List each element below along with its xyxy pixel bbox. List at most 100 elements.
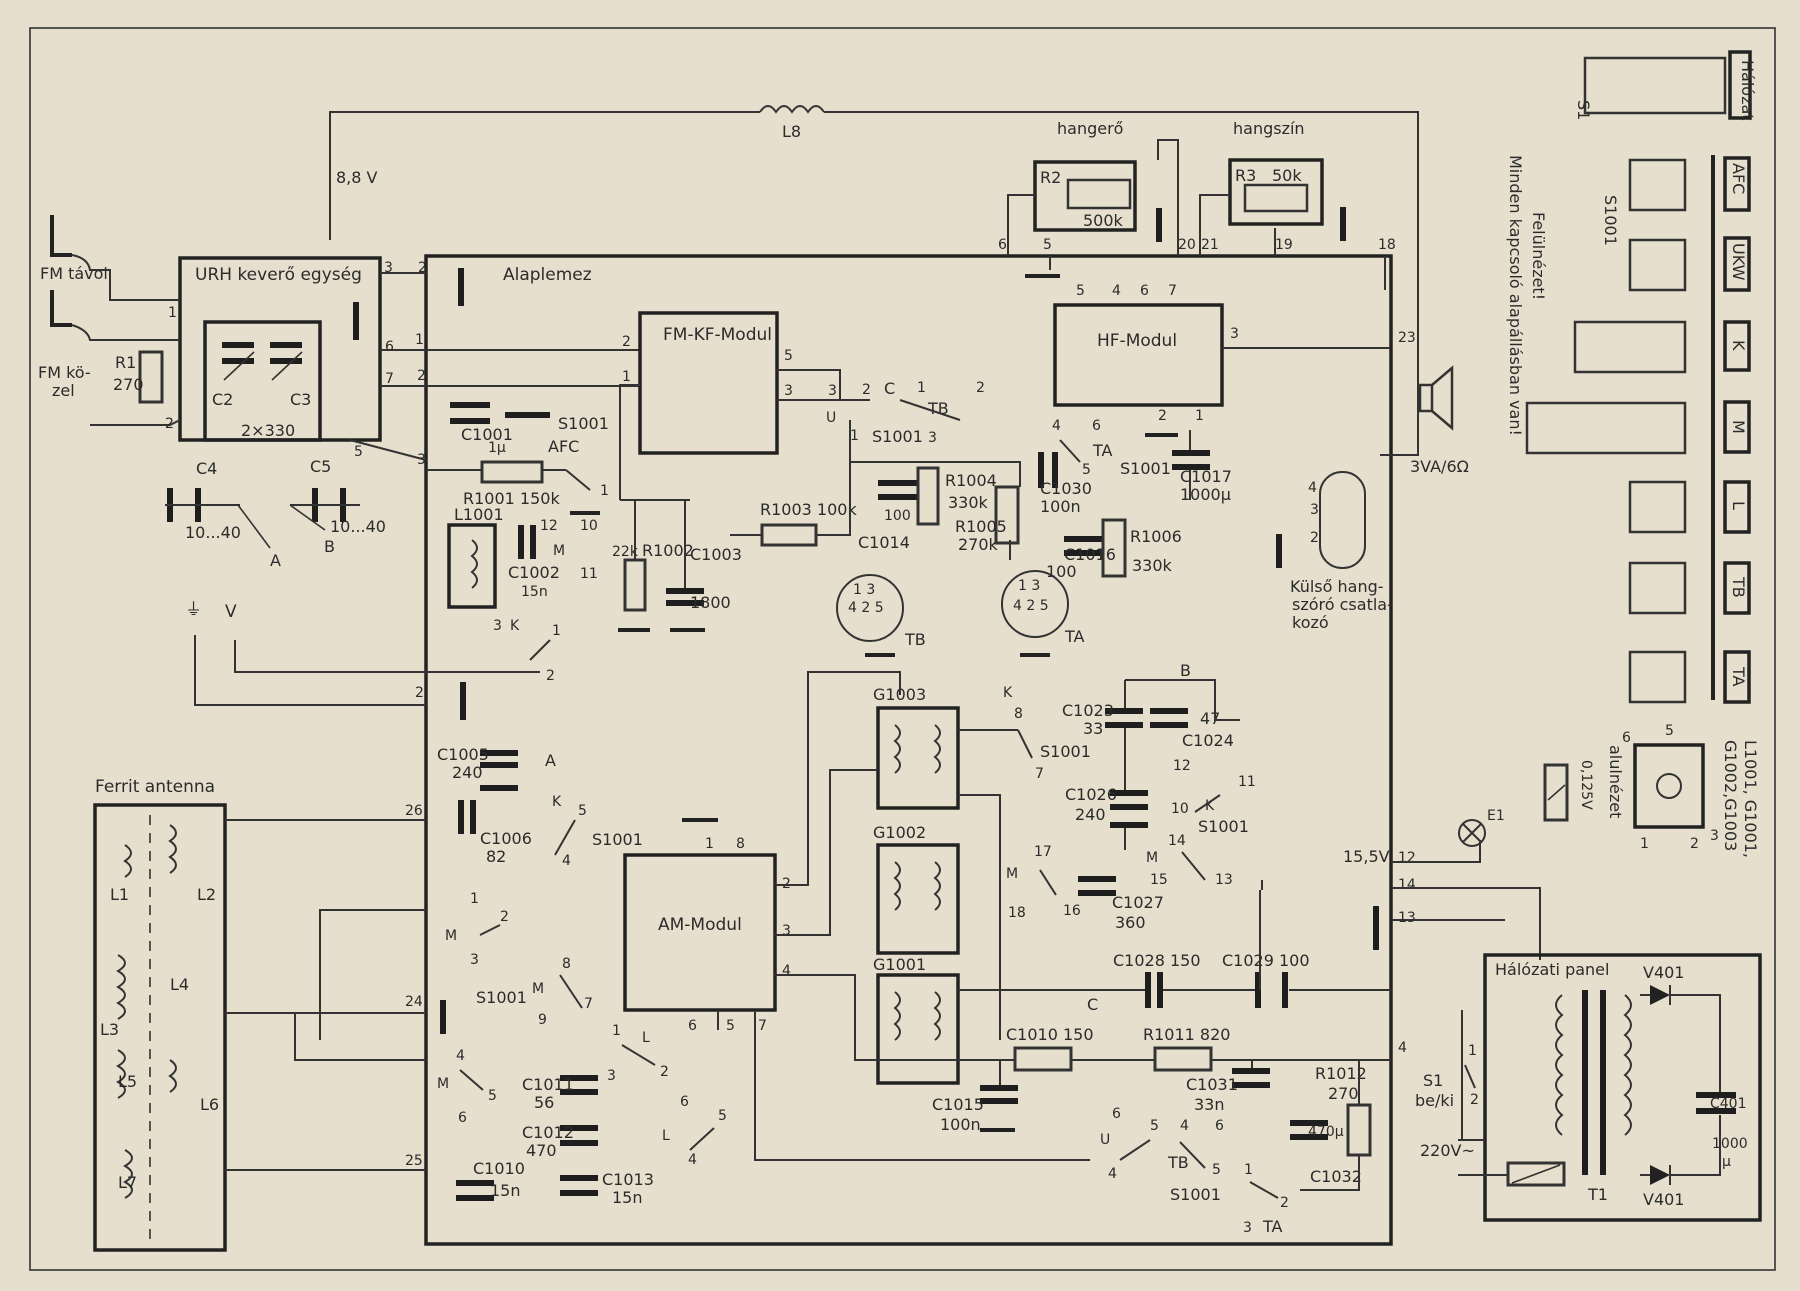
s1001-label-3: S1001 <box>1120 459 1171 478</box>
svg-text:1: 1 <box>1244 1162 1253 1178</box>
svg-text:1: 1 <box>917 380 926 396</box>
svg-text:8: 8 <box>562 956 571 972</box>
c1012-label: C1012 <box>522 1123 574 1142</box>
button-k[interactable] <box>1723 320 1751 372</box>
svg-text:9: 9 <box>538 1012 547 1028</box>
coil-footprint-icon <box>1633 743 1705 829</box>
r3-pot[interactable] <box>1228 158 1324 226</box>
c1005-value: 240 <box>452 763 483 782</box>
svg-text:4: 4 <box>1108 1166 1117 1182</box>
halozati-label: Hálózati panel <box>1495 960 1609 979</box>
svg-text:1: 1 <box>1640 836 1649 852</box>
svg-text:5: 5 <box>1082 462 1091 478</box>
svg-text:14: 14 <box>1168 833 1186 849</box>
afc-label: AFC <box>548 437 579 456</box>
ta-label-1: TA <box>1092 441 1113 460</box>
r1005-value: 270k <box>958 535 999 554</box>
svg-text:6: 6 <box>458 1110 467 1126</box>
svg-text:2: 2 <box>622 334 631 350</box>
switch-m-5: M <box>1146 850 1158 866</box>
svg-text:5: 5 <box>488 1088 497 1104</box>
switch-a-1: A <box>270 551 281 570</box>
c1023-label: C1023 <box>1062 701 1114 720</box>
svg-text:3: 3 <box>1230 326 1239 342</box>
c4-value: 10...40 <box>185 523 241 542</box>
g1001-label: G1001 <box>873 955 926 974</box>
urh-unit <box>178 256 382 442</box>
button-l[interactable] <box>1723 480 1751 534</box>
c1027-value: 360 <box>1115 913 1146 932</box>
fm-kozel-label-1: FM kö- <box>38 363 91 382</box>
c1010b-value: 15n <box>490 1181 521 1200</box>
r1002-label: R1002 <box>642 541 694 560</box>
power-panel <box>1483 953 1762 1222</box>
svg-text:3: 3 <box>607 1068 616 1084</box>
svg-text:6: 6 <box>385 339 394 355</box>
c1003-value: 1800 <box>690 593 731 612</box>
svg-text:16: 16 <box>1063 903 1081 919</box>
svg-text:7: 7 <box>758 1018 767 1034</box>
v401a-label: V401 <box>1643 963 1684 982</box>
c1015-label: C1015 <box>932 1095 984 1114</box>
button-ta[interactable] <box>1723 650 1751 704</box>
switch-b-2: B <box>1180 661 1191 680</box>
halozat-button[interactable] <box>1728 50 1752 120</box>
urh-inner <box>203 320 322 442</box>
r1006-label: R1006 <box>1130 527 1182 546</box>
svg-text:7: 7 <box>1035 766 1044 782</box>
svg-text:1: 1 <box>1468 1043 1477 1059</box>
svg-text:17: 17 <box>1034 844 1052 860</box>
svg-text:26: 26 <box>405 803 423 819</box>
r1011-label: R1011 820 <box>1143 1025 1230 1044</box>
svg-text:1: 1 <box>850 428 859 444</box>
svg-text:2: 2 <box>1158 408 1167 424</box>
c1015-value: 100n <box>940 1115 981 1134</box>
r1005-label: R1005 <box>955 517 1007 536</box>
tb-socket[interactable] <box>836 574 904 642</box>
s1001-label-7: S1001 <box>1198 817 1249 836</box>
svg-text:12: 12 <box>1173 758 1191 774</box>
svg-text:14: 14 <box>1398 877 1416 893</box>
svg-text:5: 5 <box>578 803 587 819</box>
button-m[interactable] <box>1723 400 1751 454</box>
l4-label: L4 <box>170 975 189 994</box>
hf-label: HF-Modul <box>1097 331 1177 351</box>
external-speaker-jack[interactable] <box>1319 471 1366 569</box>
button-tb-label: TB <box>1729 576 1748 598</box>
svg-text:2: 2 <box>418 260 427 276</box>
svg-text:3: 3 <box>384 260 393 276</box>
r1003-label: R1003 100k <box>760 500 857 519</box>
switch-m-4: M <box>437 1076 449 1092</box>
switch-b-1: B <box>324 537 335 556</box>
svg-text:4: 4 <box>562 853 571 869</box>
c1024-value: 47 <box>1200 709 1220 728</box>
kulso-label-2: szóró csatla- <box>1292 595 1393 614</box>
svg-text:6: 6 <box>1092 418 1101 434</box>
svg-text:1: 1 <box>705 836 714 852</box>
hf-module <box>1053 303 1224 407</box>
r1002-value: 22k <box>612 544 639 560</box>
c1016-value: 100 <box>1046 562 1077 581</box>
r3-label: R3 <box>1235 166 1256 185</box>
ta-socket[interactable] <box>1001 570 1069 638</box>
svg-text:1: 1 <box>470 891 479 907</box>
button-afc[interactable] <box>1723 156 1751 212</box>
c1028-label: C1028 150 <box>1113 951 1201 970</box>
l1001-label: L1001 <box>454 505 504 524</box>
svg-text:1: 1 <box>600 483 609 499</box>
r1012-label: R1012 <box>1315 1064 1367 1083</box>
button-ukw[interactable] <box>1723 236 1751 292</box>
svg-text:5: 5 <box>718 1108 727 1124</box>
e1-label: E1 <box>1487 808 1505 824</box>
fm-kf-module <box>638 311 779 455</box>
c1010b-label: C1010 <box>473 1159 525 1178</box>
svg-text:23: 23 <box>1398 330 1416 346</box>
ta-socket-label: TA <box>1064 627 1085 646</box>
svg-text:1: 1 <box>1195 408 1204 424</box>
r3-value: 50k <box>1272 166 1302 185</box>
svg-text:4: 4 <box>456 1048 465 1064</box>
svg-text:25: 25 <box>405 1153 423 1169</box>
svg-text:2: 2 <box>546 668 555 684</box>
button-tb[interactable] <box>1723 561 1751 615</box>
